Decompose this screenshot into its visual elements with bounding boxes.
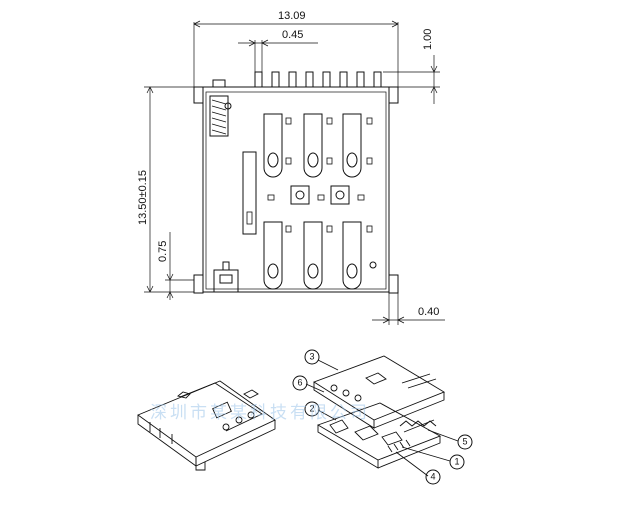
right-bottom-tab — [388, 274, 399, 294]
dim-top-offset: 1.00 — [422, 29, 434, 50]
left-top-tab — [193, 86, 204, 104]
callout-5: 5 — [462, 436, 467, 446]
right-top-tab — [388, 86, 399, 104]
top-pins — [212, 71, 382, 88]
detect-slot — [242, 151, 257, 235]
watermark: 深圳市某某科技有限公司 — [150, 403, 370, 423]
callouts — [292, 349, 473, 485]
dim-left-offset: 0.75 — [157, 241, 169, 262]
callout-3: 3 — [309, 351, 314, 361]
left-bottom-tab — [193, 274, 204, 294]
center-posts — [290, 185, 350, 205]
connector-body-inner — [205, 91, 387, 290]
lower-contacts — [263, 221, 362, 290]
dimension-lines — [144, 20, 445, 325]
iso-view-closed — [137, 380, 276, 471]
latch — [213, 261, 239, 293]
marker-hole — [224, 102, 232, 110]
dim-bottom-offset: 0.40 — [418, 306, 439, 318]
spring-block — [209, 95, 229, 137]
callout-1: 1 — [454, 456, 459, 466]
square-windows — [267, 117, 373, 233]
upper-contacts — [263, 113, 362, 178]
dim-pin-pitch: 0.45 — [282, 29, 303, 41]
dim-overall-height: 13.50±0.15 — [137, 170, 149, 225]
callout-2: 2 — [309, 403, 314, 413]
top-view — [193, 71, 399, 294]
marker-hole — [369, 261, 377, 269]
callout-6: 6 — [297, 377, 302, 387]
iso-view-exploded — [305, 355, 459, 477]
callout-4: 4 — [430, 471, 435, 481]
dim-overall-width: 13.09 — [278, 10, 306, 22]
